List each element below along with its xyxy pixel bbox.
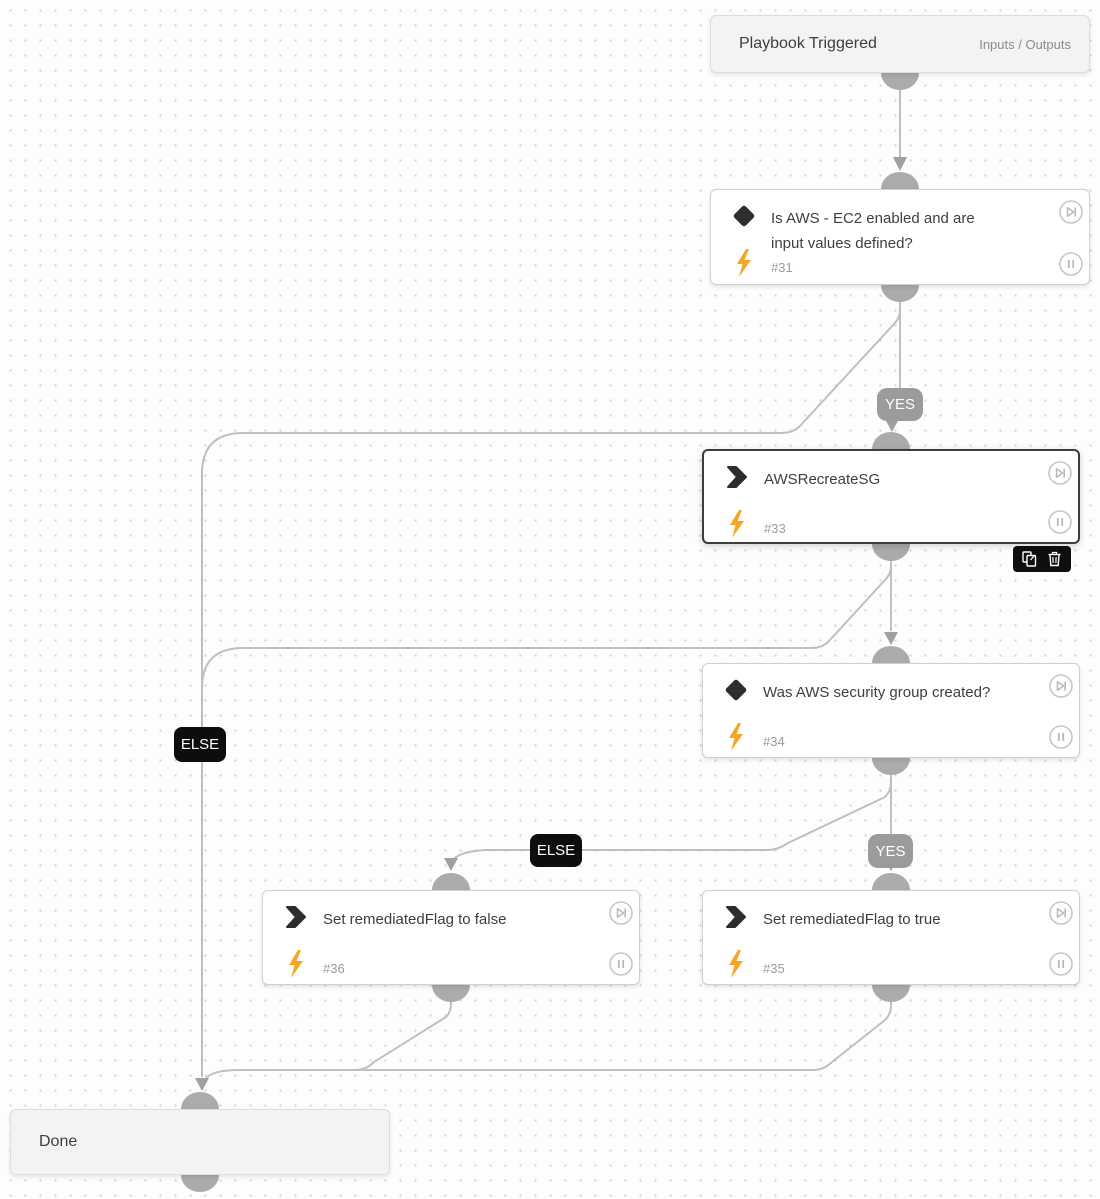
decision-node-34[interactable]: Was AWS security group created? #34 [702, 663, 1080, 758]
pause-button[interactable] [1049, 952, 1073, 976]
lightning-icon [727, 510, 747, 538]
connector-port[interactable] [872, 544, 910, 561]
lightning-icon [734, 249, 754, 277]
node-title: Is AWS - EC2 enabled and are input value… [771, 210, 975, 252]
pause-button[interactable] [609, 952, 633, 976]
connector-port[interactable] [872, 432, 910, 449]
node-title: Set remediatedFlag to false [323, 911, 507, 928]
action-node-35[interactable]: Set remediatedFlag to true #35 [702, 890, 1080, 985]
edge-34-else-to-36 [452, 770, 892, 861]
connector-port[interactable] [181, 1175, 219, 1192]
connector-port[interactable] [881, 285, 919, 302]
end-node-done[interactable]: Done [10, 1109, 390, 1175]
edge-33-branch-to-trunk [201, 556, 892, 689]
skip-playback-button[interactable] [1049, 674, 1073, 698]
branch-label-yes-34: YES [868, 834, 913, 868]
node-title: Was AWS security group created? [763, 684, 991, 701]
skip-playback-button[interactable] [609, 901, 633, 925]
lightning-icon [726, 950, 746, 978]
arrowhead [893, 157, 907, 171]
action-chevron-icon [724, 464, 750, 490]
action-chevron-icon [283, 904, 309, 930]
node-id: #33 [764, 521, 786, 536]
skip-playback-button[interactable] [1059, 200, 1083, 224]
node-id: #34 [763, 734, 785, 749]
start-node-playbook-triggered[interactable]: Playbook Triggered Inputs / Outputs [710, 15, 1090, 73]
arrowhead [444, 858, 458, 871]
skip-playback-button[interactable] [1048, 461, 1072, 485]
start-node-title: Playbook Triggered [739, 35, 877, 52]
pause-button[interactable] [1048, 510, 1072, 534]
action-node-33[interactable]: AWSRecreateSG #33 [702, 449, 1080, 544]
connector-port[interactable] [872, 758, 910, 775]
copy-icon[interactable] [1022, 551, 1037, 567]
pause-button[interactable] [1059, 252, 1083, 276]
arrowhead [885, 419, 899, 432]
lightning-icon [286, 950, 306, 978]
arrowhead [195, 1078, 209, 1091]
selected-node-toolbar [1013, 546, 1071, 572]
connector-port[interactable] [881, 73, 919, 90]
edge-36-merge [354, 997, 452, 1071]
connector-port[interactable] [872, 873, 910, 890]
end-node-title: Done [39, 1133, 78, 1150]
node-id: #35 [763, 961, 785, 976]
inputs-outputs-link[interactable]: Inputs / Outputs [979, 36, 1071, 52]
branch-label-else-31: ELSE [174, 727, 226, 762]
node-id: #36 [323, 961, 345, 976]
lightning-icon [726, 723, 746, 751]
branch-label-yes-31: YES [877, 388, 923, 421]
connector-port[interactable] [432, 873, 470, 890]
arrowhead [884, 632, 898, 645]
trash-icon[interactable] [1047, 551, 1062, 567]
connector-port[interactable] [432, 985, 470, 1002]
action-chevron-icon [723, 904, 749, 930]
decision-diamond-icon [723, 677, 749, 703]
node-id: #31 [771, 260, 793, 275]
connector-port[interactable] [881, 172, 919, 189]
node-title: Set remediatedFlag to true [763, 911, 941, 928]
branch-label-else-34: ELSE [530, 834, 582, 867]
connector-port[interactable] [872, 646, 910, 663]
skip-playback-button[interactable] [1049, 901, 1073, 925]
node-title: AWSRecreateSG [764, 471, 881, 488]
pause-button[interactable] [1049, 725, 1073, 749]
connector-port[interactable] [181, 1092, 219, 1109]
edge-35-to-done [204, 997, 892, 1081]
decision-node-31[interactable]: Is AWS - EC2 enabled and are input value… [710, 189, 1090, 285]
action-node-36[interactable]: Set remediatedFlag to false #36 [262, 890, 640, 985]
connector-port[interactable] [872, 985, 910, 1002]
decision-diamond-icon [731, 203, 757, 229]
edge-31-else-trunk [201, 297, 901, 1077]
